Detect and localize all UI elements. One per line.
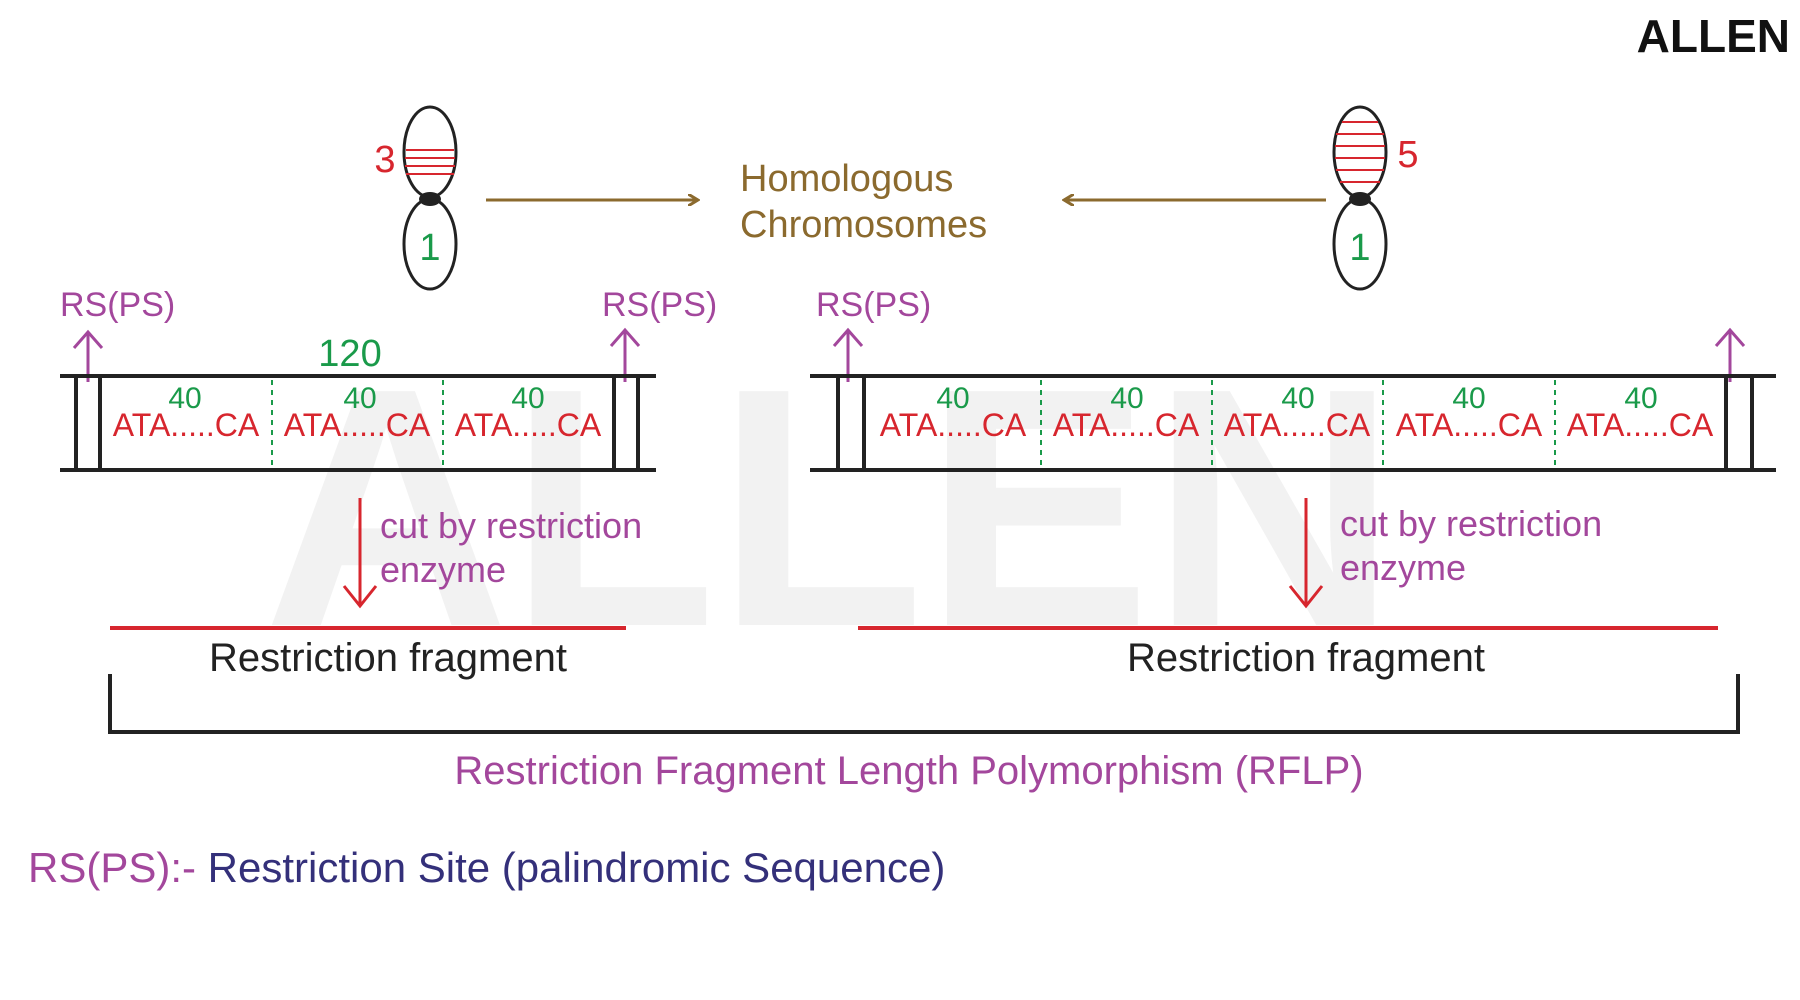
left-chromosome: 3 1: [374, 105, 458, 291]
right-segment-sequence: ATA.....CA: [880, 407, 1027, 443]
left-total-length: 120: [318, 333, 381, 375]
legend-definition: Restriction Site (palindromic Sequence): [196, 844, 945, 891]
left-repeat-bands: [405, 149, 455, 175]
allen-logo: ALLEN: [1637, 10, 1790, 62]
homologous-label-line1: Homologous: [740, 158, 953, 200]
right-segment-count: 40: [1452, 382, 1485, 415]
watermark: ALLEN: [263, 318, 1396, 698]
rs-arrow-left-2: [609, 327, 641, 382]
right-segment-count: 40: [1110, 382, 1143, 415]
rs-label-right-1: RS(PS): [816, 286, 931, 324]
rs-arrow-left-1: [72, 329, 104, 382]
legend: RS(PS):- Restriction Site (palindromic S…: [28, 844, 945, 891]
right-repeat-count: 5: [1397, 134, 1418, 176]
cut-label-right-line1: cut by restriction: [1340, 503, 1602, 544]
left-segment-sequence: ATA.....CA: [284, 407, 431, 443]
right-segment-sequence: ATA.....CA: [1567, 407, 1714, 443]
left-dna-strip: 120 40 ATA.....CA 40 ATA.....CA 40 ATA..…: [60, 333, 656, 472]
left-centromere: [419, 192, 441, 206]
rs-label-left-1: RS(PS): [60, 286, 175, 324]
rs-arrow-right-1: [832, 327, 864, 382]
right-lower-arm-label: 1: [1349, 227, 1370, 269]
right-segment-count: 40: [936, 382, 969, 415]
right-segment-sequence: ATA.....CA: [1396, 407, 1543, 443]
right-repeat-bands: [1335, 121, 1385, 183]
left-segment-count: 40: [343, 382, 376, 415]
cut-label-left-line1: cut by restriction: [380, 505, 642, 546]
homologous-label-line2: Chromosomes: [740, 204, 987, 246]
left-segment-count: 40: [511, 382, 544, 415]
rflp-label: Restriction Fragment Length Polymorphism…: [454, 749, 1363, 793]
right-segment-count: 40: [1281, 382, 1314, 415]
left-repeat-count: 3: [374, 139, 395, 181]
rs-arrow-right-2: [1714, 327, 1746, 382]
right-segment-sequence: ATA.....CA: [1053, 407, 1200, 443]
left-segment-count: 40: [168, 382, 201, 415]
legend-abbreviation: RS(PS):-: [28, 844, 196, 891]
left-segment-sequence: ATA.....CA: [455, 407, 602, 443]
cut-label-right-line2: enzyme: [1340, 547, 1466, 588]
cut-label-left-line2: enzyme: [380, 549, 506, 590]
right-chromosome: 5 1: [1332, 105, 1419, 291]
right-segment-count: 40: [1624, 382, 1657, 415]
left-lower-arm-label: 1: [419, 227, 440, 269]
restriction-fragment-label-left: Restriction fragment: [209, 636, 567, 680]
right-chromosome-upper-arm: [1332, 105, 1388, 199]
restriction-fragment-label-right: Restriction fragment: [1127, 636, 1485, 680]
cut-arrows: [342, 498, 1324, 609]
cut-arrow-right: [1288, 498, 1324, 609]
rflp-bracket: [108, 674, 1740, 734]
right-centromere: [1349, 192, 1371, 206]
left-chromosome-upper-arm: [402, 105, 458, 199]
left-segment-sequence: ATA.....CA: [113, 407, 260, 443]
right-segment-sequence: ATA.....CA: [1224, 407, 1371, 443]
rs-arrows: [72, 327, 1746, 382]
cut-arrow-left: [342, 498, 378, 609]
right-dna-strip: 40 ATA.....CA 40 ATA.....CA 40 ATA.....C…: [810, 374, 1776, 472]
rs-label-left-2: RS(PS): [602, 286, 717, 324]
